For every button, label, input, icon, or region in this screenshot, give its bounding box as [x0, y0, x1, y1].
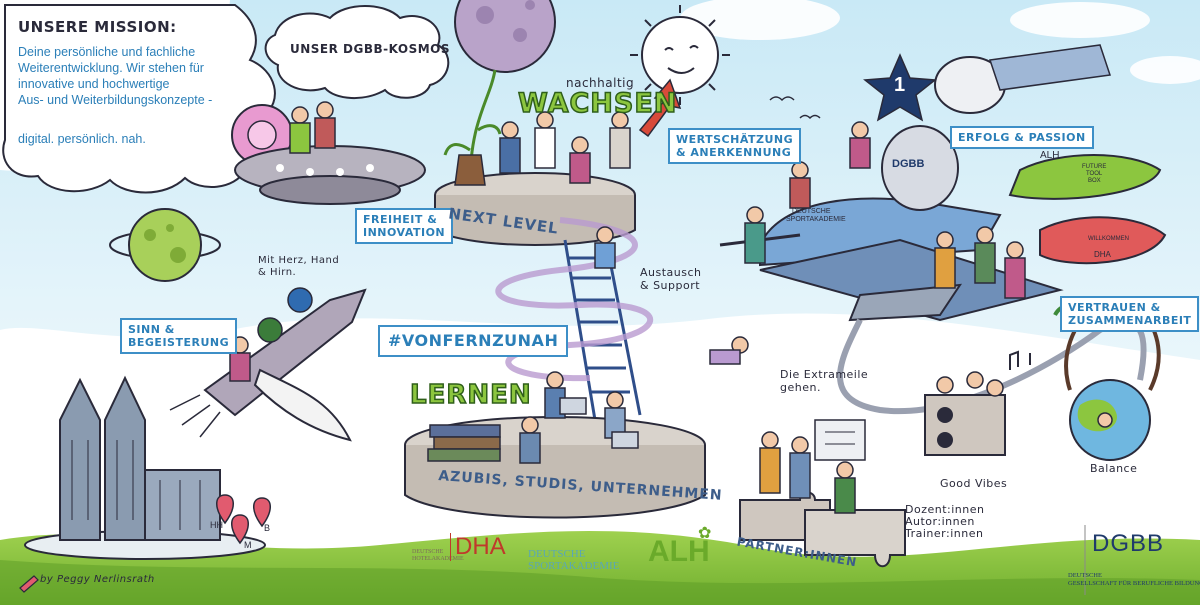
sign-sportakademie-line-1: DEUTSCHE	[792, 208, 831, 215]
note-trainer: Trainer:innen	[905, 527, 984, 540]
logo-dgbb-sub-1: DEUTSCHE	[1068, 572, 1102, 579]
number-one-star	[863, 53, 937, 122]
note-austausch-line-2: & Support	[640, 279, 701, 292]
logo-dha-sub-1: DEUTSCHE	[412, 549, 444, 555]
logo-sport-line-1: DEUTSCHE	[528, 548, 586, 560]
label-wertschaetzung-line-2: & ANERKENNUNG	[676, 146, 792, 159]
star-number: 1	[894, 74, 906, 96]
mission-line-2: Weiterentwicklung. Wir stehen für	[18, 61, 204, 75]
sign-future-2: TOOL	[1086, 171, 1103, 177]
label-freiheit-line-1: FREIHEIT &	[363, 213, 438, 226]
mission-heading: UNSERE MISSION:	[18, 18, 177, 36]
note-extrameile-line-1: Die Extrameile	[780, 368, 869, 381]
word-wachsen: WACHSEN	[517, 87, 678, 120]
artist-signature: by Peggy Nerlinsrath	[40, 574, 155, 585]
puzzle-pieces	[739, 419, 906, 568]
map-pins	[216, 494, 271, 545]
logo-alh-text: ALH	[648, 535, 710, 568]
kosmos-title: UNSER DGBB-KOSMOS	[290, 42, 451, 56]
green-planet	[109, 208, 221, 282]
logo-dha-sub-2: HOTELAKADEMIE	[412, 556, 464, 562]
logo-dgbb: DGBB	[1092, 530, 1164, 558]
note-austausch-line-1: Austausch	[640, 266, 702, 279]
rocket	[169, 287, 367, 442]
clover-icon: ✿	[698, 525, 712, 542]
label-hashtag: #VONFERNZUNAH	[378, 325, 569, 357]
sign-alh: ALH	[1040, 150, 1060, 161]
sign-sportakademie-line-2: SPORTAKADEMIE	[786, 216, 846, 223]
label-vertrauen-zusammenarbeit: VERTRAUEN & ZUSAMMENARBEIT	[1060, 296, 1200, 332]
mission-line-1: Deine persönliche und fachliche	[18, 45, 196, 59]
label-freiheit-innovation: FREIHEIT & INNOVATION	[355, 208, 454, 244]
sign-dha-small: DHA	[1094, 250, 1111, 259]
word-nachhaltig: nachhaltig	[566, 76, 635, 90]
logo-alh: ALH ✿	[648, 525, 711, 569]
book-stack	[427, 424, 501, 462]
label-erfolg-passion: ERFOLG & PASSION	[950, 126, 1094, 149]
label-sinn-begeisterung: SINN & BEGEISTERUNG	[120, 318, 238, 354]
label-sinn-line-1: SINN &	[128, 323, 175, 336]
mission-line-3: innovative und hochwertige	[18, 77, 170, 91]
sign-willkommen: WILLKOMMEN	[1088, 236, 1130, 242]
label-wertschaetzung-line-1: WERTSCHÄTZUNG	[676, 133, 794, 146]
ufo	[231, 104, 426, 205]
note-good-vibes: Good Vibes	[940, 477, 1008, 490]
logo-dgbb-sub-2: GESELLSCHAFT FÜR BERUFLICHE BILDUNG	[1068, 580, 1200, 587]
mission-line-4: Aus- und Weiterbildungskonzepte -	[18, 93, 213, 107]
logo-dha-name: DHA	[450, 533, 506, 561]
label-sinn-line-2: BEGEISTERUNG	[128, 336, 230, 349]
logo-sportakademie: DEUTSCHE SPORTAKADEMIE	[528, 548, 619, 572]
sign-future-1: FUTURE	[1082, 164, 1107, 170]
note-dozent: Dozent:innen	[905, 503, 985, 516]
label-vertrauen-line-1: VERTRAUEN &	[1068, 301, 1161, 314]
logo-dgbb-sub: DEUTSCHE GESELLSCHAFT FÜR BERUFLICHE BIL…	[1010, 572, 1200, 588]
label-freiheit-line-2: INNOVATION	[363, 226, 446, 239]
label-vertrauen-line-2: ZUSAMMENARBEIT	[1068, 314, 1192, 327]
label-wertschaetzung: WERTSCHÄTZUNG & ANERKENNUNG	[668, 128, 802, 164]
pin-hh: HH	[210, 520, 223, 530]
label-erfolg-text: ERFOLG & PASSION	[958, 131, 1086, 144]
pin-b: B	[264, 523, 271, 533]
cologne-cathedral	[24, 375, 266, 560]
mission-tagline: digital. persönlich. nah.	[18, 132, 146, 146]
note-herz-line-1: Mit Herz, Hand	[258, 255, 340, 266]
sign-future-3: BOX	[1088, 178, 1101, 184]
sign-dgbb-station: DGBB	[892, 158, 925, 170]
word-lernen: LERNEN	[409, 379, 532, 411]
logo-dgbb-name: DGBB	[1092, 530, 1165, 557]
kosmos-cloud	[264, 5, 450, 100]
logo-sport-line-2: SPORTAKADEMIE	[528, 560, 620, 572]
note-autor: Autor:innen	[905, 515, 975, 528]
note-balance: Balance	[1090, 462, 1138, 475]
sun	[630, 5, 730, 105]
good-vibes-stage	[924, 394, 1006, 456]
note-herz-line-2: & Hirn.	[258, 267, 297, 278]
pin-m: M	[244, 540, 252, 550]
space-station	[719, 44, 1167, 322]
note-extrameile-line-2: gehen.	[780, 381, 821, 394]
mission-cloud	[2, 4, 276, 194]
